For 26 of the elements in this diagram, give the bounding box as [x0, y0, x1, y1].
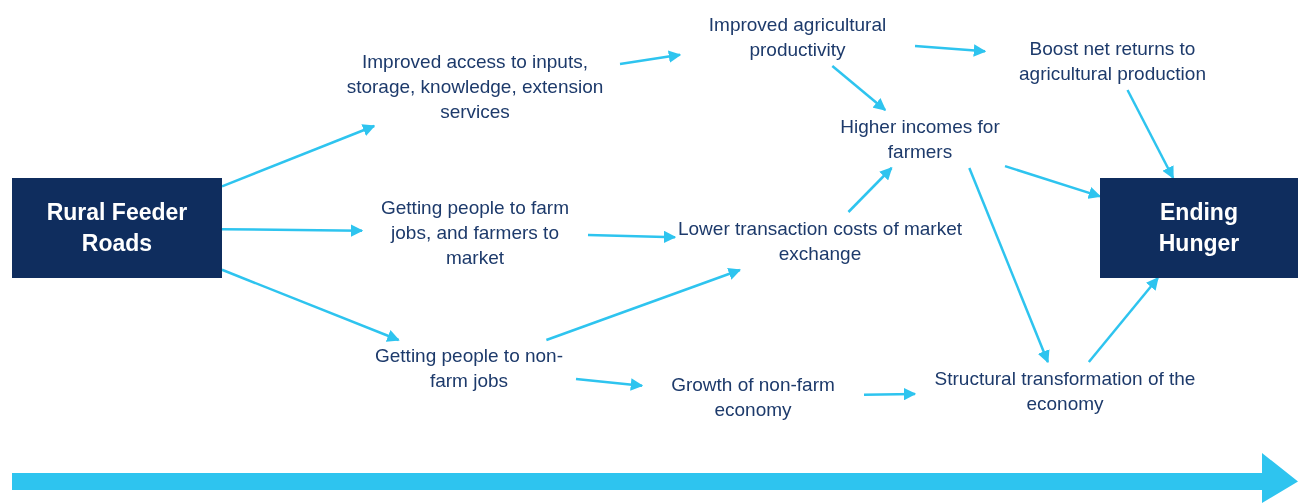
- arrow: [847, 167, 893, 213]
- arrow: [221, 268, 400, 342]
- outcome-text: Growth of non-farm economy: [642, 368, 864, 426]
- outcome-text: Getting people to farm jobs, and farmers to market: [362, 192, 588, 272]
- outcome-text: Structural transformation of the economy: [915, 362, 1215, 420]
- outcome-text: Getting people to non-farm jobs: [362, 340, 576, 396]
- title-box: Ending Hunger: [1100, 178, 1298, 278]
- arrow: [222, 224, 364, 237]
- outcome-text: Improved access to inputs, storage, knowledge, extension services: [330, 46, 620, 126]
- arrow: [619, 50, 682, 66]
- arrow: [575, 377, 644, 391]
- arrow: [863, 387, 917, 401]
- outcome-text: Higher incomes for farmers: [835, 110, 1005, 168]
- outcome-text: Lower transaction costs of market exchange: [675, 212, 965, 270]
- outcome-text: Boost net returns to agricultural production: [985, 32, 1240, 90]
- arrow: [968, 167, 1050, 364]
- title-box: Rural Feeder Roads: [12, 178, 222, 278]
- arrow: [221, 124, 376, 188]
- arrow: [587, 230, 677, 244]
- outcome-text: Improved agricultural productivity: [680, 8, 915, 66]
- arrow: [1126, 89, 1175, 180]
- arrow: [1087, 277, 1159, 363]
- arrow: [831, 65, 887, 111]
- arrow: [1004, 164, 1102, 199]
- arrow: [914, 44, 987, 57]
- arrow: [545, 267, 742, 342]
